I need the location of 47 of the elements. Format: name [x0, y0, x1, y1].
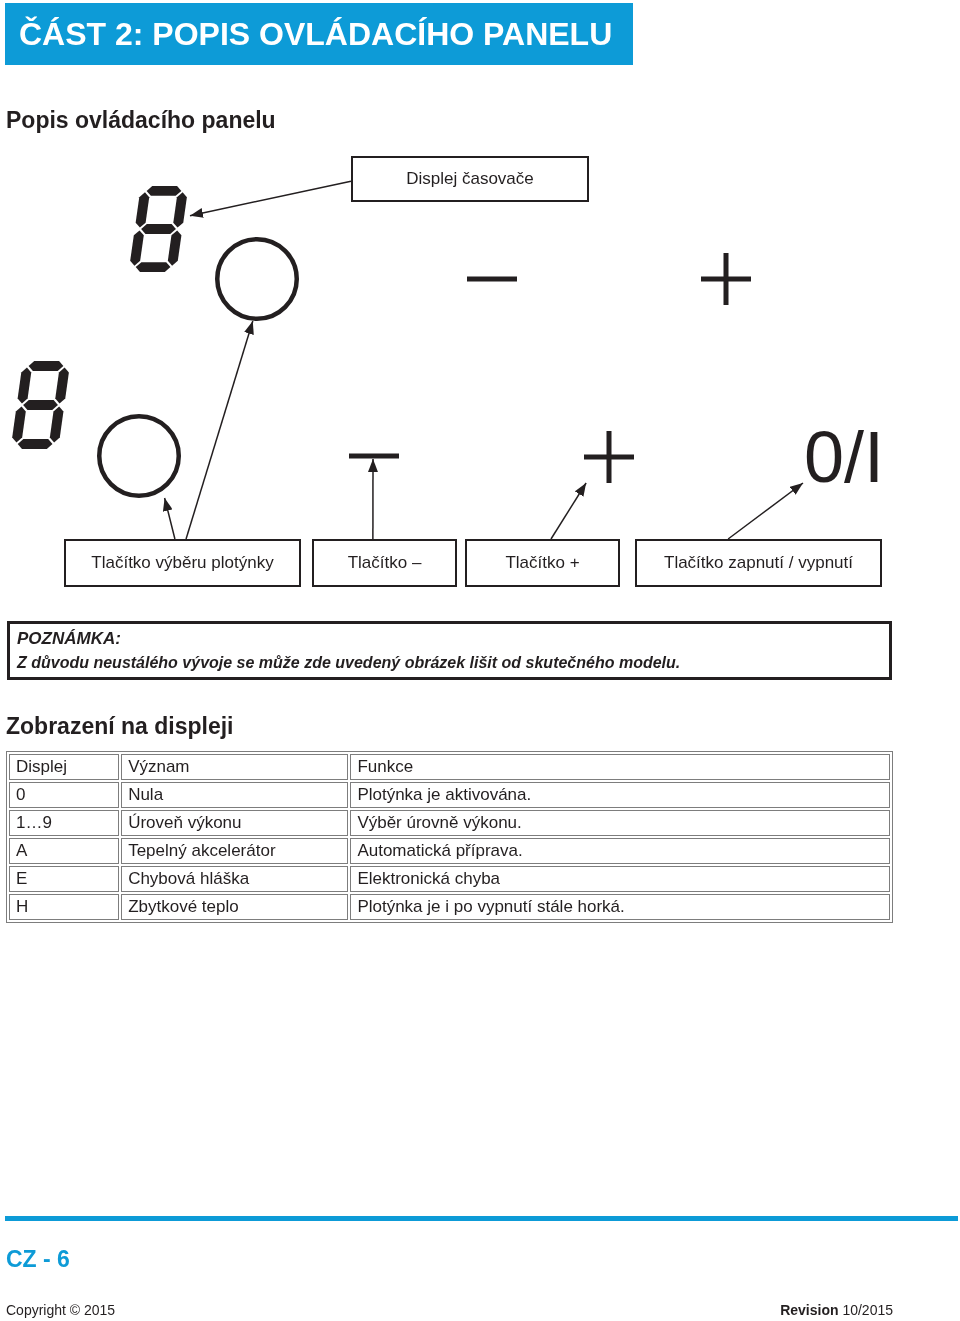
leader-arrow	[185, 320, 254, 540]
leader-arrow	[727, 482, 804, 540]
power-symbol-text: 0/I	[803, 424, 885, 490]
ring-icon	[97, 414, 181, 498]
copyright-notice: Copyright © 2015	[6, 1303, 116, 1318]
plus-icon	[701, 253, 751, 305]
function-text: Plotýnka je i po vypnutí stále horká.	[350, 894, 890, 920]
callout-box: Tlačítko +	[465, 539, 620, 587]
display-code: E	[9, 866, 120, 892]
callout-box: Displej časovače	[351, 156, 589, 202]
plus-icon	[584, 431, 634, 483]
note-text: Z důvodu neustálého vývoje se může zde uvedený obrázek lišit od skutečného modelu.	[17, 653, 681, 673]
meaning-text: Tepelný akcelerátor	[121, 838, 349, 864]
title-banner: ČÁST 2: POPIS OVLÁDACÍHO PANELU	[5, 3, 633, 65]
ring-icon	[215, 237, 299, 321]
function-text: Výběr úrovně výkonu.	[350, 810, 890, 836]
callout-box: Tlačítko zapnutí / vypnutí	[635, 539, 882, 587]
display-code: 0	[9, 782, 120, 808]
meaning-text: Nula	[121, 782, 349, 808]
leader-arrow	[550, 482, 587, 540]
column-header: Funkce	[350, 754, 890, 780]
display-code: 1…9	[9, 810, 120, 836]
meaning-text: Chybová hláška	[121, 866, 349, 892]
note-heading: POZNÁMKA:	[17, 628, 121, 650]
leader-arrow	[162, 497, 176, 540]
display-code: H	[9, 894, 120, 920]
function-text: Automatická příprava.	[350, 838, 890, 864]
section-heading: Popis ovládacího panelu	[6, 106, 276, 134]
section-heading: Zobrazení na displeji	[6, 712, 234, 740]
minus-icon	[349, 453, 399, 459]
function-text: Plotýnka je aktivována.	[350, 782, 890, 808]
function-text: Elektronická chyba	[350, 866, 890, 892]
meaning-text: Zbytkové teplo	[121, 894, 349, 920]
callout-box: Tlačítko výběru plotýnky	[64, 539, 301, 587]
column-header: Význam	[121, 754, 349, 780]
display-code: A	[9, 838, 120, 864]
note-box	[7, 621, 892, 680]
seven-segment-digit-icon	[10, 361, 72, 449]
callout-box: Tlačítko –	[312, 539, 457, 587]
seven-segment-digit-icon	[128, 186, 190, 272]
column-header: Displej	[9, 754, 120, 780]
page-number: CZ - 6	[6, 1247, 70, 1271]
leader-arrow	[368, 458, 378, 540]
revision-note: Revision 10/2015	[780, 1303, 893, 1318]
leader-arrow	[189, 180, 352, 218]
minus-icon	[467, 276, 517, 282]
meaning-text: Úroveň výkonu	[121, 810, 349, 836]
